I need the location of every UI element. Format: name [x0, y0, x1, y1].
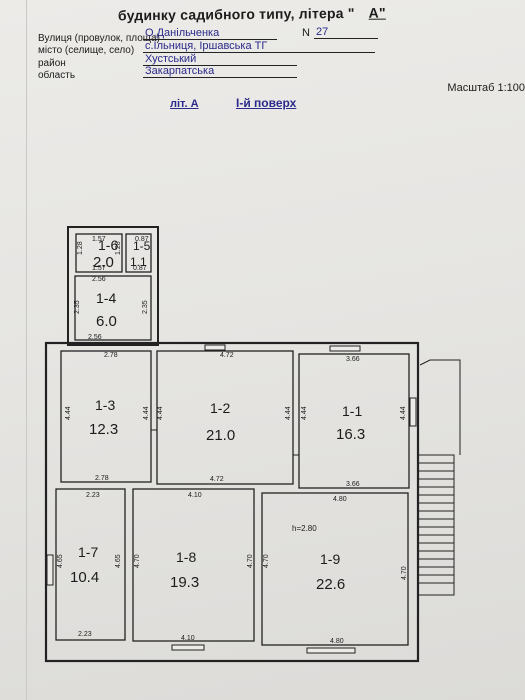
room-1-1-area: 16.3 [336, 426, 365, 443]
dim-1-4-side-left: 2.35 [74, 300, 81, 314]
dim-1-6-bottom: 1.57 [92, 265, 106, 272]
page-fold-line [26, 0, 27, 700]
region-value: Закарпатська [143, 65, 297, 78]
street-value: О.Данільченка [143, 27, 277, 40]
city-label: місто (селище, село) [38, 45, 135, 56]
room-1-4-wall [74, 275, 152, 341]
dim-1-2-side-left: 4.44 [143, 406, 150, 420]
dim-1-4-side-right: 2.35 [142, 300, 149, 314]
dim-1-8-side-right: 4.70 [247, 554, 254, 568]
room-1-9-wall [261, 492, 409, 646]
porch-outline [419, 359, 461, 455]
dim-1-4-top: 2.56 [92, 276, 106, 283]
dim-1-3-side: 4.44 [65, 406, 72, 420]
dim-1-1-top: 3.66 [346, 356, 360, 363]
dim-1-8-top: 4.10 [188, 492, 202, 499]
dim-1-2-bottom: 4.72 [210, 476, 224, 483]
room-1-5-wall [125, 233, 152, 273]
floor-name: І-й поверх [236, 96, 297, 110]
ceiling-height: h=2.80 [292, 524, 317, 533]
outer-wall [44, 341, 420, 663]
window-left-1 [46, 554, 54, 586]
room-1-2-wall [156, 350, 294, 485]
room-1-3-wall [60, 350, 152, 483]
dim-1-1-bottom: 3.66 [346, 481, 360, 488]
street-label: Вулиця (провулок, площа) [38, 33, 160, 44]
room-1-1-wall [298, 353, 410, 489]
staircase [417, 359, 461, 596]
room-1-7-id: 1-7 [78, 544, 98, 560]
window-right-1 [409, 397, 417, 427]
stair-outline [417, 454, 455, 596]
city-value: с.Ільниця, Іршавська ТГ [143, 40, 375, 53]
dim-1-2-top: 4.72 [220, 352, 234, 359]
room-1-4-area: 6.0 [96, 313, 117, 330]
dim-1-7-side-left: 4.65 [57, 554, 64, 568]
window-bottom-2 [306, 647, 356, 654]
room-1-6-wall [75, 233, 123, 273]
dim-1-2-side-right: 4.44 [157, 406, 164, 420]
number-value: 27 [314, 26, 378, 39]
room-1-8-area: 19.3 [170, 574, 199, 591]
dim-1-9-top: 4.80 [333, 496, 347, 503]
dim-1-1-side-mid: 4.44 [301, 406, 308, 420]
window-bottom-1 [171, 644, 205, 651]
dim-1-5-side: 1.28 [115, 241, 122, 255]
room-1-5-area: 1.1 [130, 255, 147, 269]
district-value: Хустський [143, 53, 297, 66]
dim-1-9-side-right: 4.70 [401, 566, 408, 580]
dim-1-3-bottom: 2.78 [95, 475, 109, 482]
dim-1-1-side-right: 4.44 [400, 406, 407, 420]
room-1-2-id: 1-2 [210, 400, 230, 416]
annex-outer-wall [67, 226, 159, 346]
number-label: N [302, 27, 310, 39]
room-1-2-area: 21.0 [206, 427, 235, 444]
room-1-5-id: 1-5 [133, 239, 151, 253]
window-top-1 [204, 344, 226, 351]
room-1-8-wall [132, 488, 255, 642]
dim-1-8-bottom: 4.10 [181, 635, 195, 642]
dim-1-6-top: 1.57 [92, 236, 106, 243]
region-label: область [38, 70, 76, 81]
room-1-6-area: 2.0 [93, 254, 114, 271]
window-top-2 [329, 345, 361, 352]
room-1-9-area: 22.6 [316, 576, 345, 593]
dim-1-8-side-left: 4.70 [134, 554, 141, 568]
room-1-8-id: 1-8 [176, 549, 196, 565]
dim-1-1-side-left: 4.44 [285, 406, 292, 420]
room-1-6-id: 1-6 [98, 237, 118, 253]
room-1-7-area: 10.4 [70, 569, 99, 586]
room-1-1-id: 1-1 [342, 403, 362, 419]
dim-1-9-bottom: 4.80 [330, 638, 344, 645]
dim-1-9-side-left: 4.70 [263, 554, 270, 568]
room-1-9-id: 1-9 [320, 551, 340, 567]
dim-1-6-side: 1.28 [77, 241, 84, 255]
dim-1-4-bottom: 2.56 [88, 334, 102, 341]
dim-1-5-bottom: 0.87 [133, 265, 147, 272]
dim-1-5-top: 0.87 [135, 236, 149, 243]
dim-1-7-bottom: 2.23 [78, 631, 92, 638]
openings [46, 344, 417, 654]
scale-label: Масштаб 1:100 [447, 82, 525, 94]
room-1-3-area: 12.3 [89, 421, 118, 438]
floor-litera: літ. А [170, 98, 199, 110]
dim-1-7-top: 2.23 [86, 492, 100, 499]
dim-1-3-top: 2.78 [104, 352, 118, 359]
room-1-4-id: 1-4 [96, 290, 116, 306]
dim-1-7-side-right: 4.65 [115, 554, 122, 568]
room-1-3-id: 1-3 [95, 397, 115, 413]
district-label: район [38, 58, 66, 69]
room-1-7-wall [55, 488, 126, 641]
